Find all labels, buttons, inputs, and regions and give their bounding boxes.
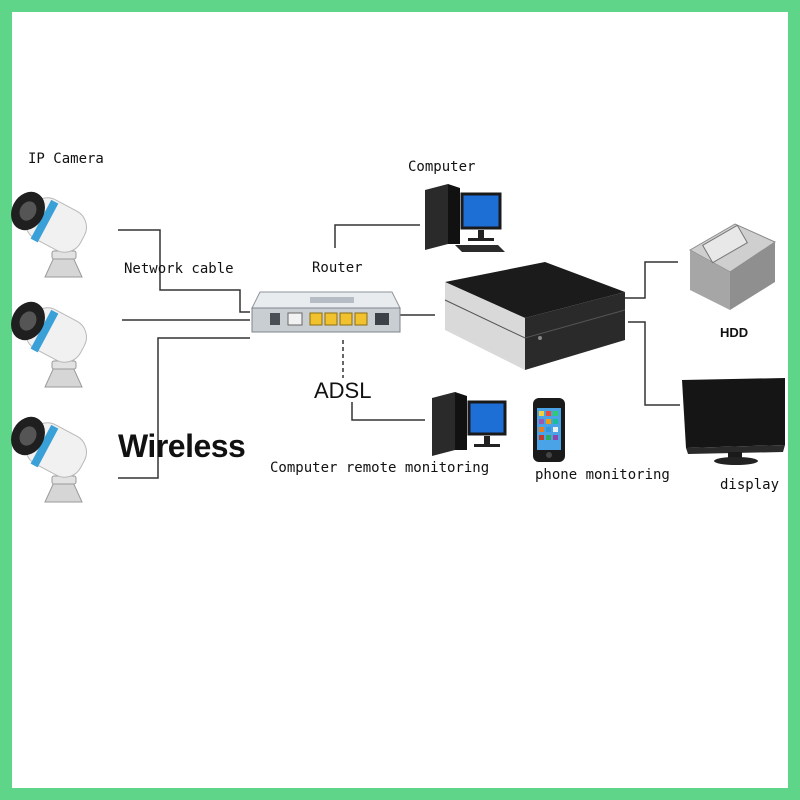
label-hdd: HDD bbox=[720, 325, 749, 340]
router-device bbox=[251, 291, 401, 333]
label-display: display bbox=[720, 477, 780, 493]
connection-lines bbox=[118, 224, 680, 479]
line-nvr-hdd bbox=[625, 261, 678, 299]
label-network-cable: Network cable bbox=[124, 261, 234, 277]
nvr-device bbox=[444, 262, 626, 370]
ip-camera-3 bbox=[11, 416, 87, 503]
display-device bbox=[682, 378, 785, 465]
line-adsl-remote bbox=[351, 402, 425, 421]
ip-camera-2 bbox=[11, 301, 87, 388]
hdd-device bbox=[688, 223, 777, 310]
line-camera1-router bbox=[118, 229, 250, 313]
label-ip-camera: IP Camera bbox=[28, 151, 104, 167]
label-computer-remote: Computer remote monitoring bbox=[270, 460, 490, 476]
label-wireless: Wireless bbox=[118, 428, 246, 464]
label-phone-monitoring: phone monitoring bbox=[535, 467, 670, 483]
remote-computer-device bbox=[432, 392, 507, 456]
line-router-computer bbox=[334, 224, 420, 248]
label-computer: Computer bbox=[408, 159, 476, 175]
label-adsl: ADSL bbox=[314, 378, 372, 403]
ip-camera-1 bbox=[11, 191, 87, 278]
line-nvr-display bbox=[628, 321, 680, 406]
computer-device bbox=[425, 184, 505, 252]
label-router: Router bbox=[312, 260, 363, 276]
phone-device bbox=[533, 398, 565, 462]
line-camera3-router bbox=[118, 337, 250, 479]
